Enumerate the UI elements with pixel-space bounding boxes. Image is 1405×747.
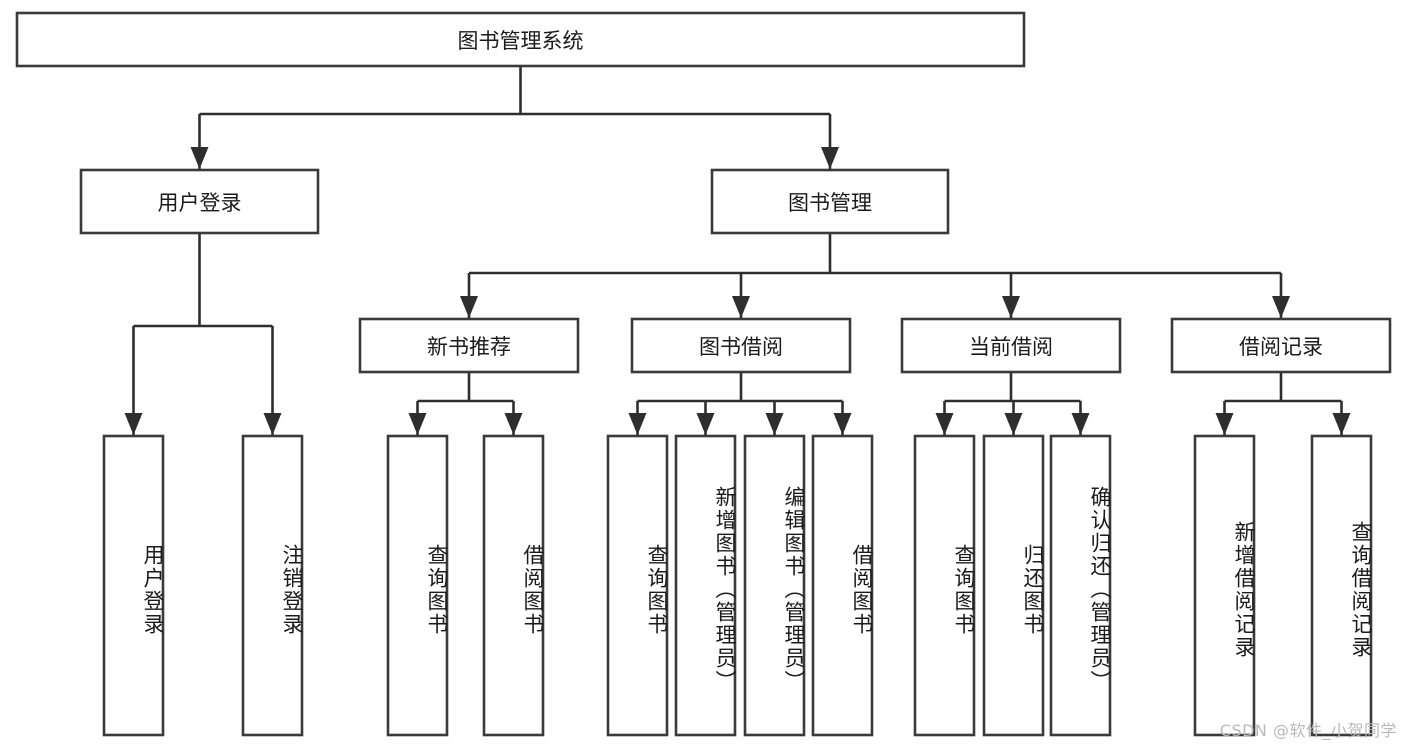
node-leaf-logout[interactable] bbox=[241, 434, 304, 737]
arrow-head-leaf-query-record bbox=[1332, 413, 1351, 435]
arrow-head-book-borrow bbox=[732, 296, 750, 318]
arrow-head-leaf-query-book-3 bbox=[935, 413, 954, 435]
arrow-head-leaf-add-record bbox=[1215, 413, 1234, 435]
node-leaf-user-login[interactable] bbox=[102, 434, 165, 737]
arrow-head-leaf-edit-book bbox=[765, 413, 784, 435]
box-layer bbox=[15, 11, 1392, 737]
arrow-head-leaf-logout bbox=[263, 413, 282, 435]
node-leaf-add-record[interactable] bbox=[1193, 434, 1256, 737]
arrow-head-leaf-borrow-book-2 bbox=[833, 413, 852, 435]
node-leaf-query-book-1[interactable] bbox=[386, 434, 449, 737]
arrow-head-leaf-borrow-book-1 bbox=[504, 413, 523, 435]
node-user-login[interactable] bbox=[79, 168, 320, 235]
arrow-head-leaf-return-book bbox=[1004, 413, 1023, 435]
node-book-borrow[interactable] bbox=[630, 317, 852, 374]
node-leaf-query-record[interactable] bbox=[1310, 434, 1373, 737]
arrow-head-leaf-add-book bbox=[696, 413, 715, 435]
node-leaf-confirm-return[interactable] bbox=[1049, 434, 1112, 737]
node-leaf-edit-book[interactable] bbox=[743, 434, 806, 737]
node-book-manage[interactable] bbox=[710, 168, 950, 235]
arrow-head-book-manage bbox=[821, 147, 839, 169]
arrow-head-new-book-rec bbox=[460, 296, 478, 318]
node-root[interactable] bbox=[15, 11, 1026, 68]
watermark-text: CSDN @软件_小贺同学 bbox=[1219, 721, 1397, 740]
arrow-head-leaf-confirm-return bbox=[1071, 413, 1090, 435]
arrow-head-leaf-query-book-2 bbox=[628, 413, 647, 435]
node-leaf-borrow-book-2[interactable] bbox=[811, 434, 874, 737]
node-leaf-add-book[interactable] bbox=[674, 434, 737, 737]
node-new-book-rec[interactable] bbox=[358, 317, 580, 374]
node-leaf-borrow-book-1[interactable] bbox=[482, 434, 545, 737]
node-leaf-query-book-2[interactable] bbox=[606, 434, 669, 737]
node-leaf-query-book-3[interactable] bbox=[913, 434, 976, 737]
arrow-head-user-login bbox=[190, 147, 209, 169]
arrow-head-leaf-user-login bbox=[124, 413, 143, 435]
arrow-head-leaf-query-book-1 bbox=[408, 413, 427, 435]
arrow-head-current-borrow bbox=[1002, 296, 1020, 318]
node-current-borrow[interactable] bbox=[900, 317, 1122, 374]
node-leaf-return-book[interactable] bbox=[982, 434, 1045, 737]
connector-layer bbox=[124, 66, 1351, 435]
node-borrow-record[interactable] bbox=[1170, 317, 1392, 374]
arrow-head-borrow-record bbox=[1272, 296, 1290, 318]
